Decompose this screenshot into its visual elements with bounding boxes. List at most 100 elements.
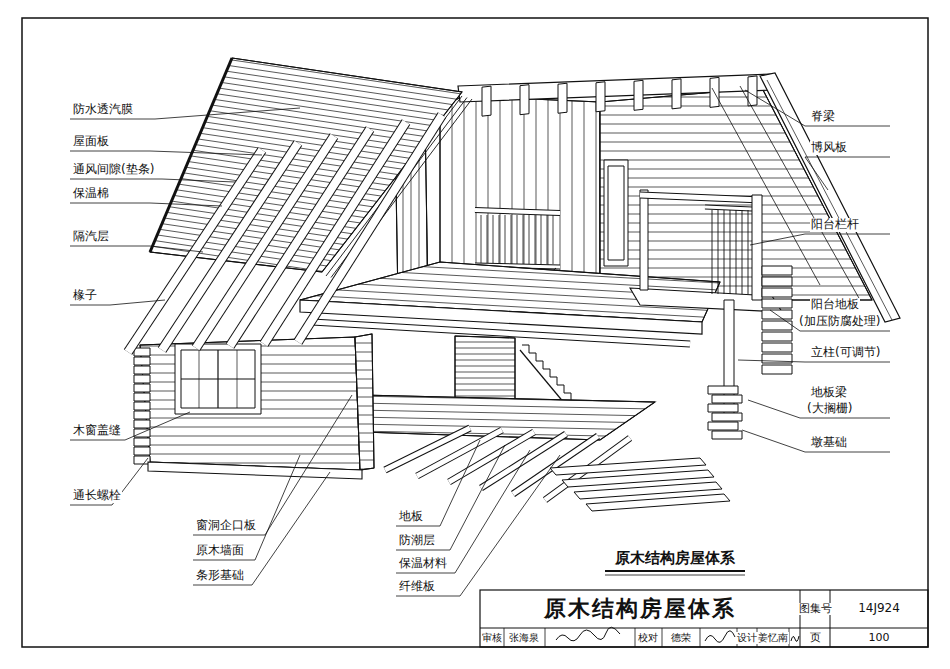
baluster	[511, 215, 512, 264]
log-wall	[140, 346, 360, 463]
hatch-line	[355, 352, 374, 353]
callout-label: 防水透汽膜	[72, 103, 134, 117]
log-end	[134, 393, 150, 401]
hatch-line	[455, 372, 515, 373]
leader-line	[738, 360, 890, 362]
title-block	[480, 590, 928, 647]
joist-block	[558, 83, 567, 113]
baluster	[553, 215, 554, 264]
door	[604, 160, 628, 266]
pier-block	[708, 404, 738, 412]
baluster	[517, 215, 518, 264]
barge-board	[760, 73, 900, 322]
callout-label: 屋面板	[72, 135, 110, 149]
hatch-line	[362, 410, 655, 416]
brick-wall	[455, 336, 515, 405]
baluster	[481, 215, 482, 264]
baluster	[487, 215, 488, 264]
hatch-line	[600, 178, 872, 179]
joist-block	[748, 76, 757, 106]
hatch-line	[150, 54, 462, 100]
beam-outline	[640, 195, 762, 200]
leader-line	[70, 151, 262, 155]
signature	[791, 636, 799, 641]
hatch-line	[600, 169, 872, 170]
hatch-line	[596, 96, 597, 290]
beam-fill	[705, 207, 752, 209]
log-end	[134, 384, 150, 392]
hatch-line	[150, 84, 462, 130]
title-block-rule	[635, 628, 636, 647]
hatch-line	[455, 378, 515, 379]
caption-underline	[605, 575, 745, 576]
callout-label: 木窗盖缝	[72, 424, 122, 438]
leader-line	[70, 179, 235, 182]
beam-fill	[385, 428, 470, 470]
hatch-line	[150, 96, 462, 142]
ridge-beam	[458, 74, 774, 102]
leader-lines	[70, 90, 890, 596]
hatch-line	[355, 388, 374, 389]
leader-line	[396, 445, 505, 550]
hatch-line	[560, 96, 561, 290]
beam-fill	[230, 129, 370, 346]
log-end	[762, 266, 792, 275]
log-end	[134, 348, 150, 356]
callout-label: 墩基础	[810, 436, 848, 450]
hatch-line	[524, 96, 525, 290]
joist-block	[634, 80, 643, 110]
log-end	[134, 447, 150, 455]
door-panel	[608, 166, 624, 260]
callout-label: 脊梁	[810, 110, 836, 124]
baluster	[523, 215, 524, 264]
baluster	[541, 215, 542, 264]
beam-fill	[298, 115, 442, 342]
hatch-line	[600, 160, 872, 161]
hatch-line	[455, 384, 515, 385]
title-block-cell: 姜忆南	[757, 632, 789, 644]
baluster	[547, 215, 548, 264]
title-block-rule	[504, 628, 505, 647]
hatch-line	[300, 260, 720, 283]
leader-line	[396, 440, 480, 526]
callout-label: 博风板	[810, 141, 848, 155]
hatch-line	[140, 418, 360, 419]
title-block-cell: 审核	[481, 632, 503, 644]
callout-label: 地板梁	[810, 386, 848, 400]
log-end	[762, 332, 792, 341]
roof-edge	[150, 58, 232, 252]
callout-label: 地板	[398, 510, 424, 524]
hatch-line	[455, 390, 515, 391]
log-end	[134, 402, 150, 410]
drawing-title: 原木结构房屋体系	[542, 596, 738, 621]
baluster	[505, 215, 506, 264]
hatch-line	[476, 96, 477, 290]
beam-outline	[417, 430, 502, 476]
hatch-line	[150, 66, 462, 112]
callout-label: 保温材料	[398, 557, 448, 571]
title-block-cell: 100	[868, 632, 891, 645]
title-block-cell: 图集号	[798, 603, 833, 616]
log-end	[134, 411, 150, 419]
frame	[22, 18, 928, 647]
pier-block	[712, 431, 742, 439]
drawing-line	[199, 350, 200, 408]
baluster	[529, 215, 530, 264]
stair	[522, 345, 578, 401]
strip-foundation	[148, 462, 362, 479]
leader-line	[742, 430, 890, 452]
hatch-line	[355, 379, 374, 380]
baluster	[742, 210, 743, 294]
callout-label: 立柱(可调节)	[810, 346, 881, 360]
log-wall	[452, 96, 596, 290]
hatch-line	[355, 370, 374, 371]
hatch-line	[140, 427, 360, 428]
pier-block	[712, 395, 742, 403]
ground-floor	[362, 395, 655, 440]
drawing-line	[237, 350, 238, 408]
beam-outline	[449, 432, 534, 482]
log-end	[762, 288, 792, 297]
log-end	[762, 365, 792, 374]
callout-label: 窗洞企口板	[195, 519, 257, 533]
